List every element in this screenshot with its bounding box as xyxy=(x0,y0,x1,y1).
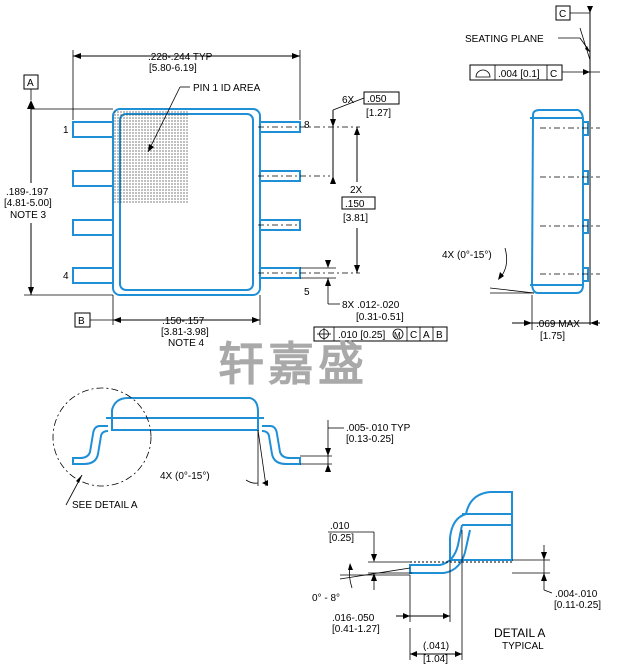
flatness-frame: .004 [0.1] C xyxy=(469,64,600,81)
gauge-dim: .010 xyxy=(330,521,350,532)
lead-width-dim: .012-.020 xyxy=(357,300,400,311)
flatness-datum: C xyxy=(550,69,557,80)
body-length-dim: .189-.197 xyxy=(6,187,49,198)
mmc-modifier-icon xyxy=(392,328,404,340)
pin-1-label: 1 xyxy=(63,125,69,136)
front-view: SEE DETAIL A .005-.010 TYP [0.13-0.25] 4… xyxy=(52,387,411,511)
position-tolerance-value: .010 [0.25] xyxy=(338,330,385,341)
standoff-dim: .004-.010 xyxy=(555,589,598,600)
gauge-dim-mm: [0.25] xyxy=(329,533,354,544)
lead-3 xyxy=(72,219,116,236)
pin1-id-area xyxy=(114,110,188,204)
see-detail-a-label: SEE DETAIL A xyxy=(72,500,138,511)
position-tolerance-frame: .010 [0.25] M C A B xyxy=(313,326,448,342)
side-angle-label: 4X (0°-15°) xyxy=(442,250,492,261)
front-body xyxy=(111,397,259,431)
body-width-note: NOTE 4 xyxy=(168,338,205,349)
lead-7 xyxy=(257,170,301,182)
pin-8-label: 8 xyxy=(304,120,310,131)
side-view: C SEATING PLANE .004 [0.1] C xyxy=(442,5,600,342)
datum-c: C xyxy=(559,9,566,20)
body-length-note: NOTE 3 xyxy=(10,210,47,221)
lead-4 xyxy=(72,267,116,284)
flatness-value: .004 [0.1] xyxy=(498,69,540,80)
body-width-dim: .150-.157 xyxy=(162,316,205,327)
body-width-dim-mm: [3.81-3.98] xyxy=(161,327,209,338)
standoff-dim-mm: [0.11-0.25] xyxy=(554,600,601,611)
lead-thickness-dim-mm: [0.13-0.25] xyxy=(346,434,394,445)
span-dim: .150 xyxy=(345,199,365,210)
lead-5 xyxy=(257,267,301,279)
watermark-text: 轩嘉盛 xyxy=(218,337,368,391)
span-qty: 2X xyxy=(350,185,363,196)
detail-a-title: DETAIL A xyxy=(494,626,545,640)
max-height-dim: .069 MAX xyxy=(536,319,580,330)
foot-length-dim: .016-.050 xyxy=(332,613,375,624)
pin-4-label: 4 xyxy=(63,271,69,282)
overall-width-dim-mm: [5.80-6.19] xyxy=(149,63,197,74)
foot-angle-label: 0° - 8° xyxy=(312,593,340,604)
lead-2 xyxy=(72,170,116,187)
ref-length-dim-mm: [1.04] xyxy=(423,654,448,665)
fcf-datum-a: A xyxy=(423,330,430,341)
fcf-datum-b: B xyxy=(436,330,443,341)
datum-a: A xyxy=(27,78,34,89)
lead-1 xyxy=(72,121,116,138)
fcf-datum-c: C xyxy=(410,330,417,341)
lead-width-dim-mm: [0.31-0.51] xyxy=(356,312,404,323)
lead-width-qty: 8X xyxy=(342,300,355,311)
front-angle-label: 4X (0°-15°) xyxy=(160,471,210,482)
lead-8 xyxy=(257,121,301,133)
body-length-dim-mm: [4.81-5.00] xyxy=(4,198,52,209)
lead-6 xyxy=(257,219,301,231)
overall-width-dim: .228-.244 TYP xyxy=(148,52,213,63)
detail-a-circle xyxy=(52,387,152,487)
detail-a-subtitle: TYPICAL xyxy=(502,641,544,652)
pin-5-label: 5 xyxy=(304,287,310,298)
pin1-id-area-label: PIN 1 ID AREA xyxy=(193,83,261,94)
pitch-qty: 6X xyxy=(342,95,355,106)
max-height-dim-mm: [1.75] xyxy=(540,331,565,342)
span-dim-mm: [3.81] xyxy=(343,213,368,224)
pitch-dim: .050 xyxy=(367,94,387,105)
datum-b: B xyxy=(78,316,85,327)
top-view: 1 4 8 5 .228-.244 TYP [5.80-6.19] PIN 1 … xyxy=(0,50,448,349)
detail-a: .010 [0.25] 0° - 8° .016-.050 [0.41-1.27… xyxy=(312,491,601,665)
foot-length-dim-mm: [0.41-1.27] xyxy=(332,624,380,635)
ref-length-dim: (.041) xyxy=(423,641,449,652)
pitch-dim-mm: [1.27] xyxy=(366,108,391,119)
seating-plane-label: SEATING PLANE xyxy=(465,34,544,45)
side-body xyxy=(530,109,584,294)
mmc-modifier: M xyxy=(394,331,401,340)
lead-thickness-dim: .005-.010 TYP xyxy=(346,423,411,434)
profile-of-surface-icon xyxy=(475,69,491,78)
